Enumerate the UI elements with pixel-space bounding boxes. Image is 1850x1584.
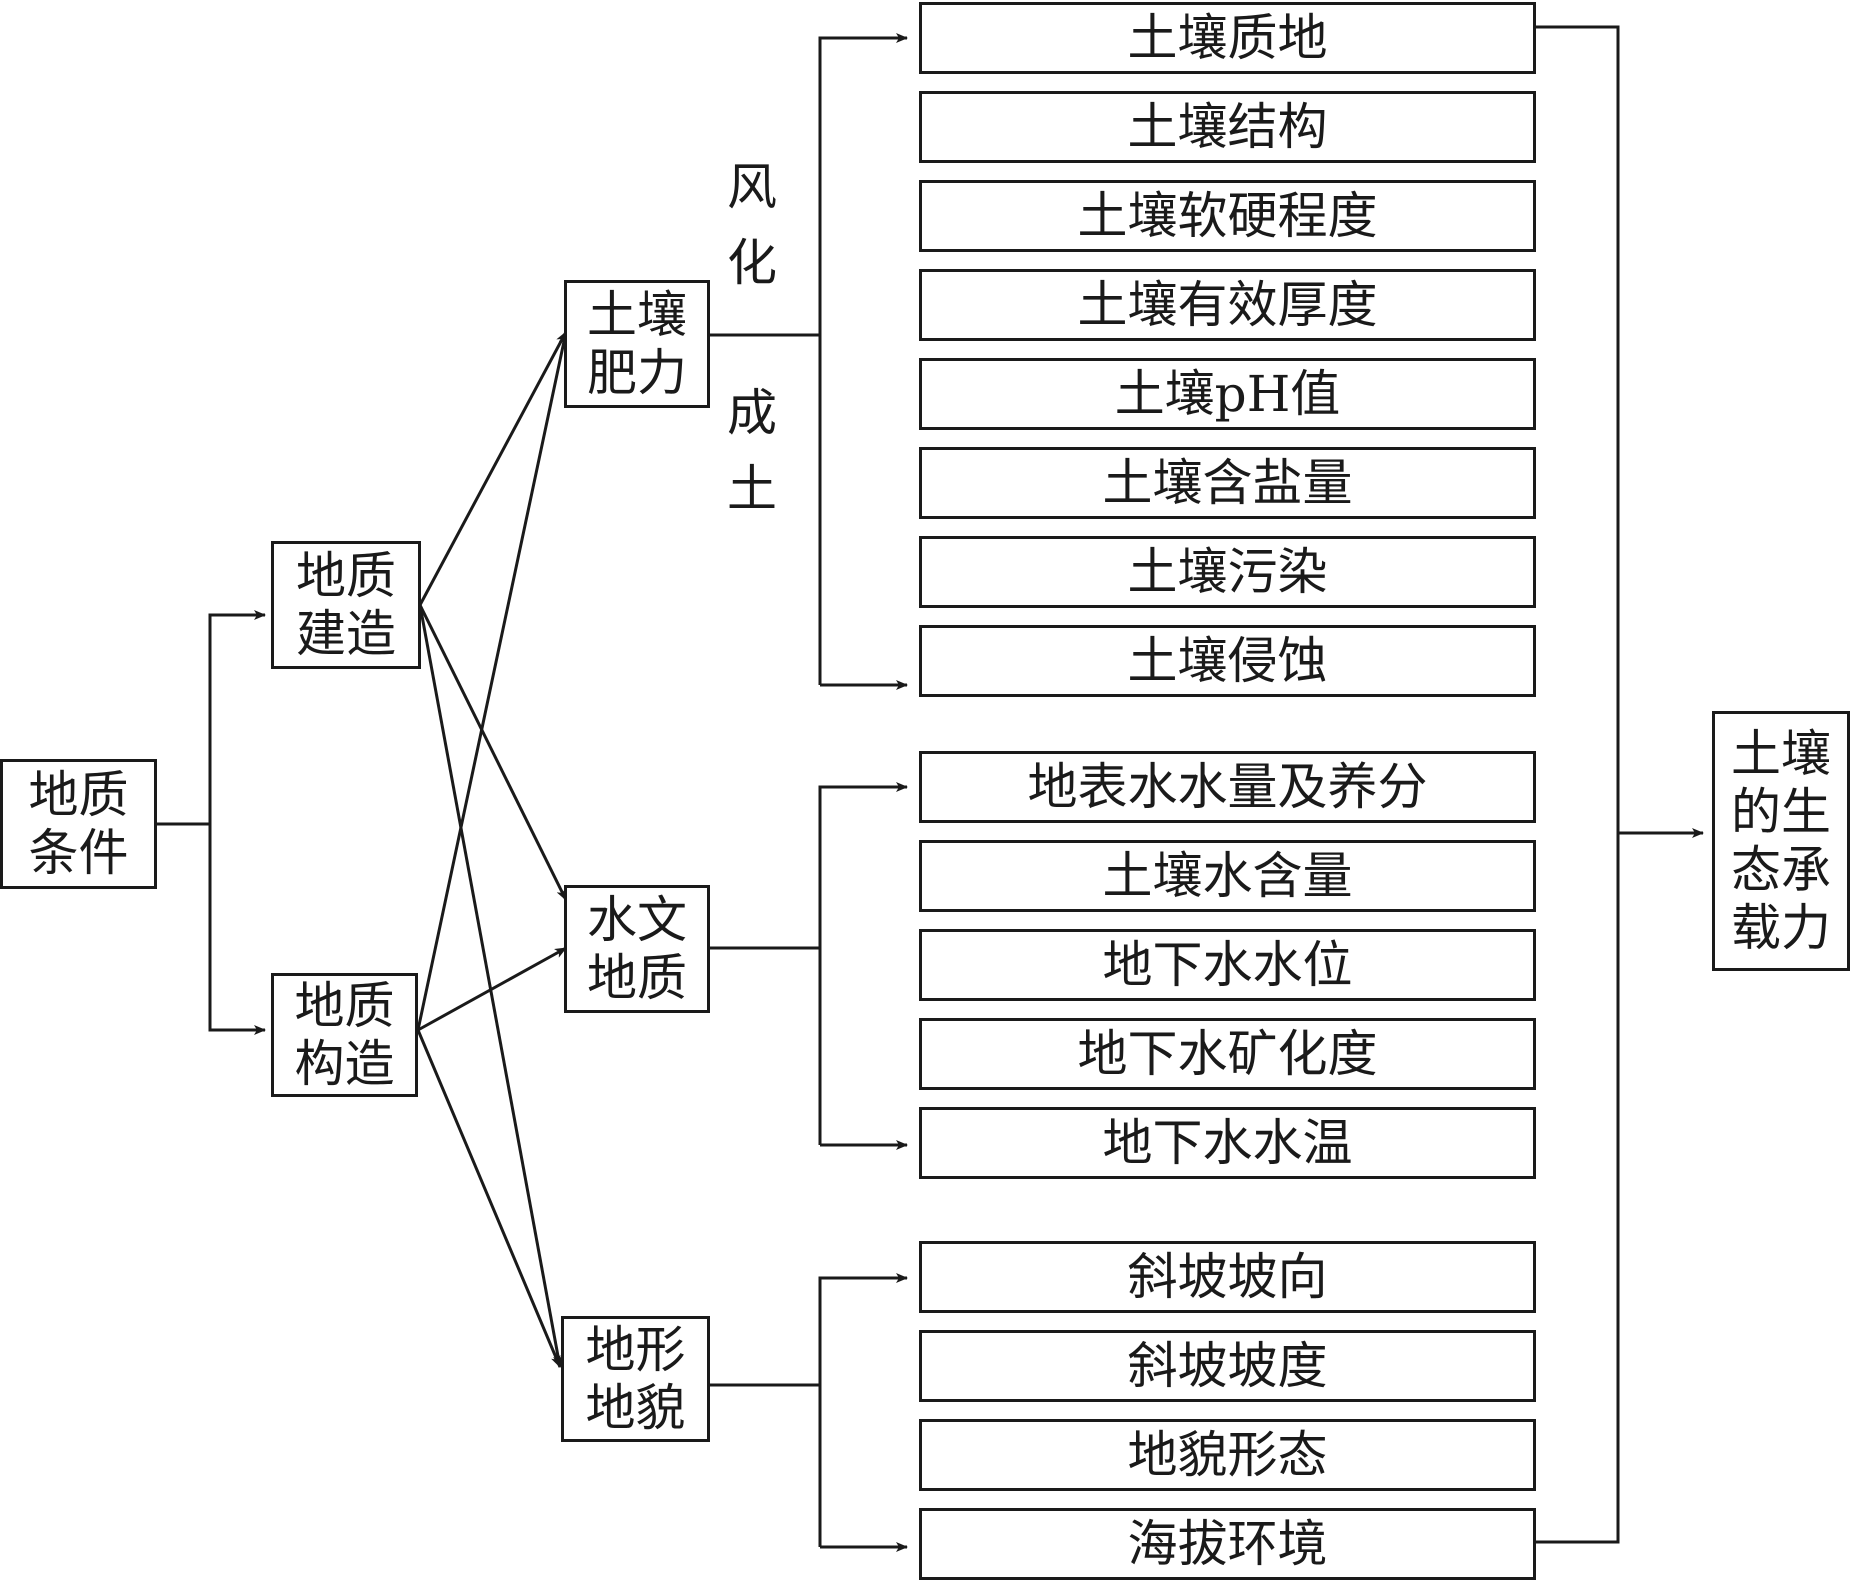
node-carrying-capacity-line2: 的生 [1731, 783, 1831, 841]
soil-item: 土壤结构 [919, 91, 1536, 163]
water-item: 地下水水温 [919, 1107, 1536, 1179]
node-geo-formation-line1: 地质 [296, 547, 396, 605]
node-carrying-capacity-line3: 态承 [1731, 841, 1831, 899]
node-carrying-capacity-line1: 土壤 [1731, 725, 1831, 783]
node-geo-structure-line2: 构造 [294, 1035, 395, 1093]
soil-item: 土壤含盐量 [919, 447, 1536, 519]
node-geo-conditions-line1: 地质 [28, 766, 129, 824]
process-label-weathering-2: 化 [727, 234, 777, 292]
soil-item: 土壤侵蚀 [919, 625, 1536, 697]
soil-item: 土壤有效厚度 [919, 269, 1536, 341]
soil-item: 土壤质地 [919, 2, 1536, 74]
node-geo-conditions: 地质 条件 [0, 759, 157, 889]
terrain-item: 斜坡坡度 [919, 1330, 1536, 1402]
node-hydrogeology-line1: 水文 [587, 891, 687, 949]
water-item: 地下水水位 [919, 929, 1536, 1001]
soil-item: 土壤污染 [919, 536, 1536, 608]
terrain-item: 斜坡坡向 [919, 1241, 1536, 1313]
node-soil-fertility-line1: 土壤 [587, 286, 687, 344]
node-geo-structure: 地质 构造 [271, 973, 418, 1097]
process-label-soil-forming-2: 土 [727, 460, 777, 518]
node-geo-formation: 地质 建造 [271, 541, 421, 669]
node-hydrogeology-line2: 地质 [587, 949, 687, 1007]
node-soil-fertility: 土壤 肥力 [564, 280, 710, 408]
node-geo-formation-line2: 建造 [296, 605, 396, 663]
water-item: 土壤水含量 [919, 840, 1536, 912]
terrain-item: 海拔环境 [919, 1508, 1536, 1580]
node-landform: 地形 地貌 [561, 1316, 710, 1442]
node-soil-fertility-line2: 肥力 [587, 344, 687, 402]
soil-item: 土壤软硬程度 [919, 180, 1536, 252]
soil-item: 土壤pH值 [919, 358, 1536, 430]
process-label-soil-forming-1: 成 [727, 384, 777, 442]
water-item: 地表水水量及养分 [919, 751, 1536, 823]
node-geo-conditions-line2: 条件 [28, 824, 129, 882]
water-item: 地下水矿化度 [919, 1018, 1536, 1090]
node-carrying-capacity-line4: 载力 [1731, 899, 1831, 957]
node-carrying-capacity: 土壤 的生 态承 载力 [1712, 711, 1850, 971]
node-geo-structure-line1: 地质 [294, 977, 395, 1035]
node-landform-line2: 地貌 [585, 1379, 686, 1437]
node-hydrogeology: 水文 地质 [564, 885, 710, 1013]
terrain-item: 地貌形态 [919, 1419, 1536, 1491]
process-label-weathering-1: 风 [727, 158, 777, 216]
node-landform-line1: 地形 [585, 1321, 686, 1379]
